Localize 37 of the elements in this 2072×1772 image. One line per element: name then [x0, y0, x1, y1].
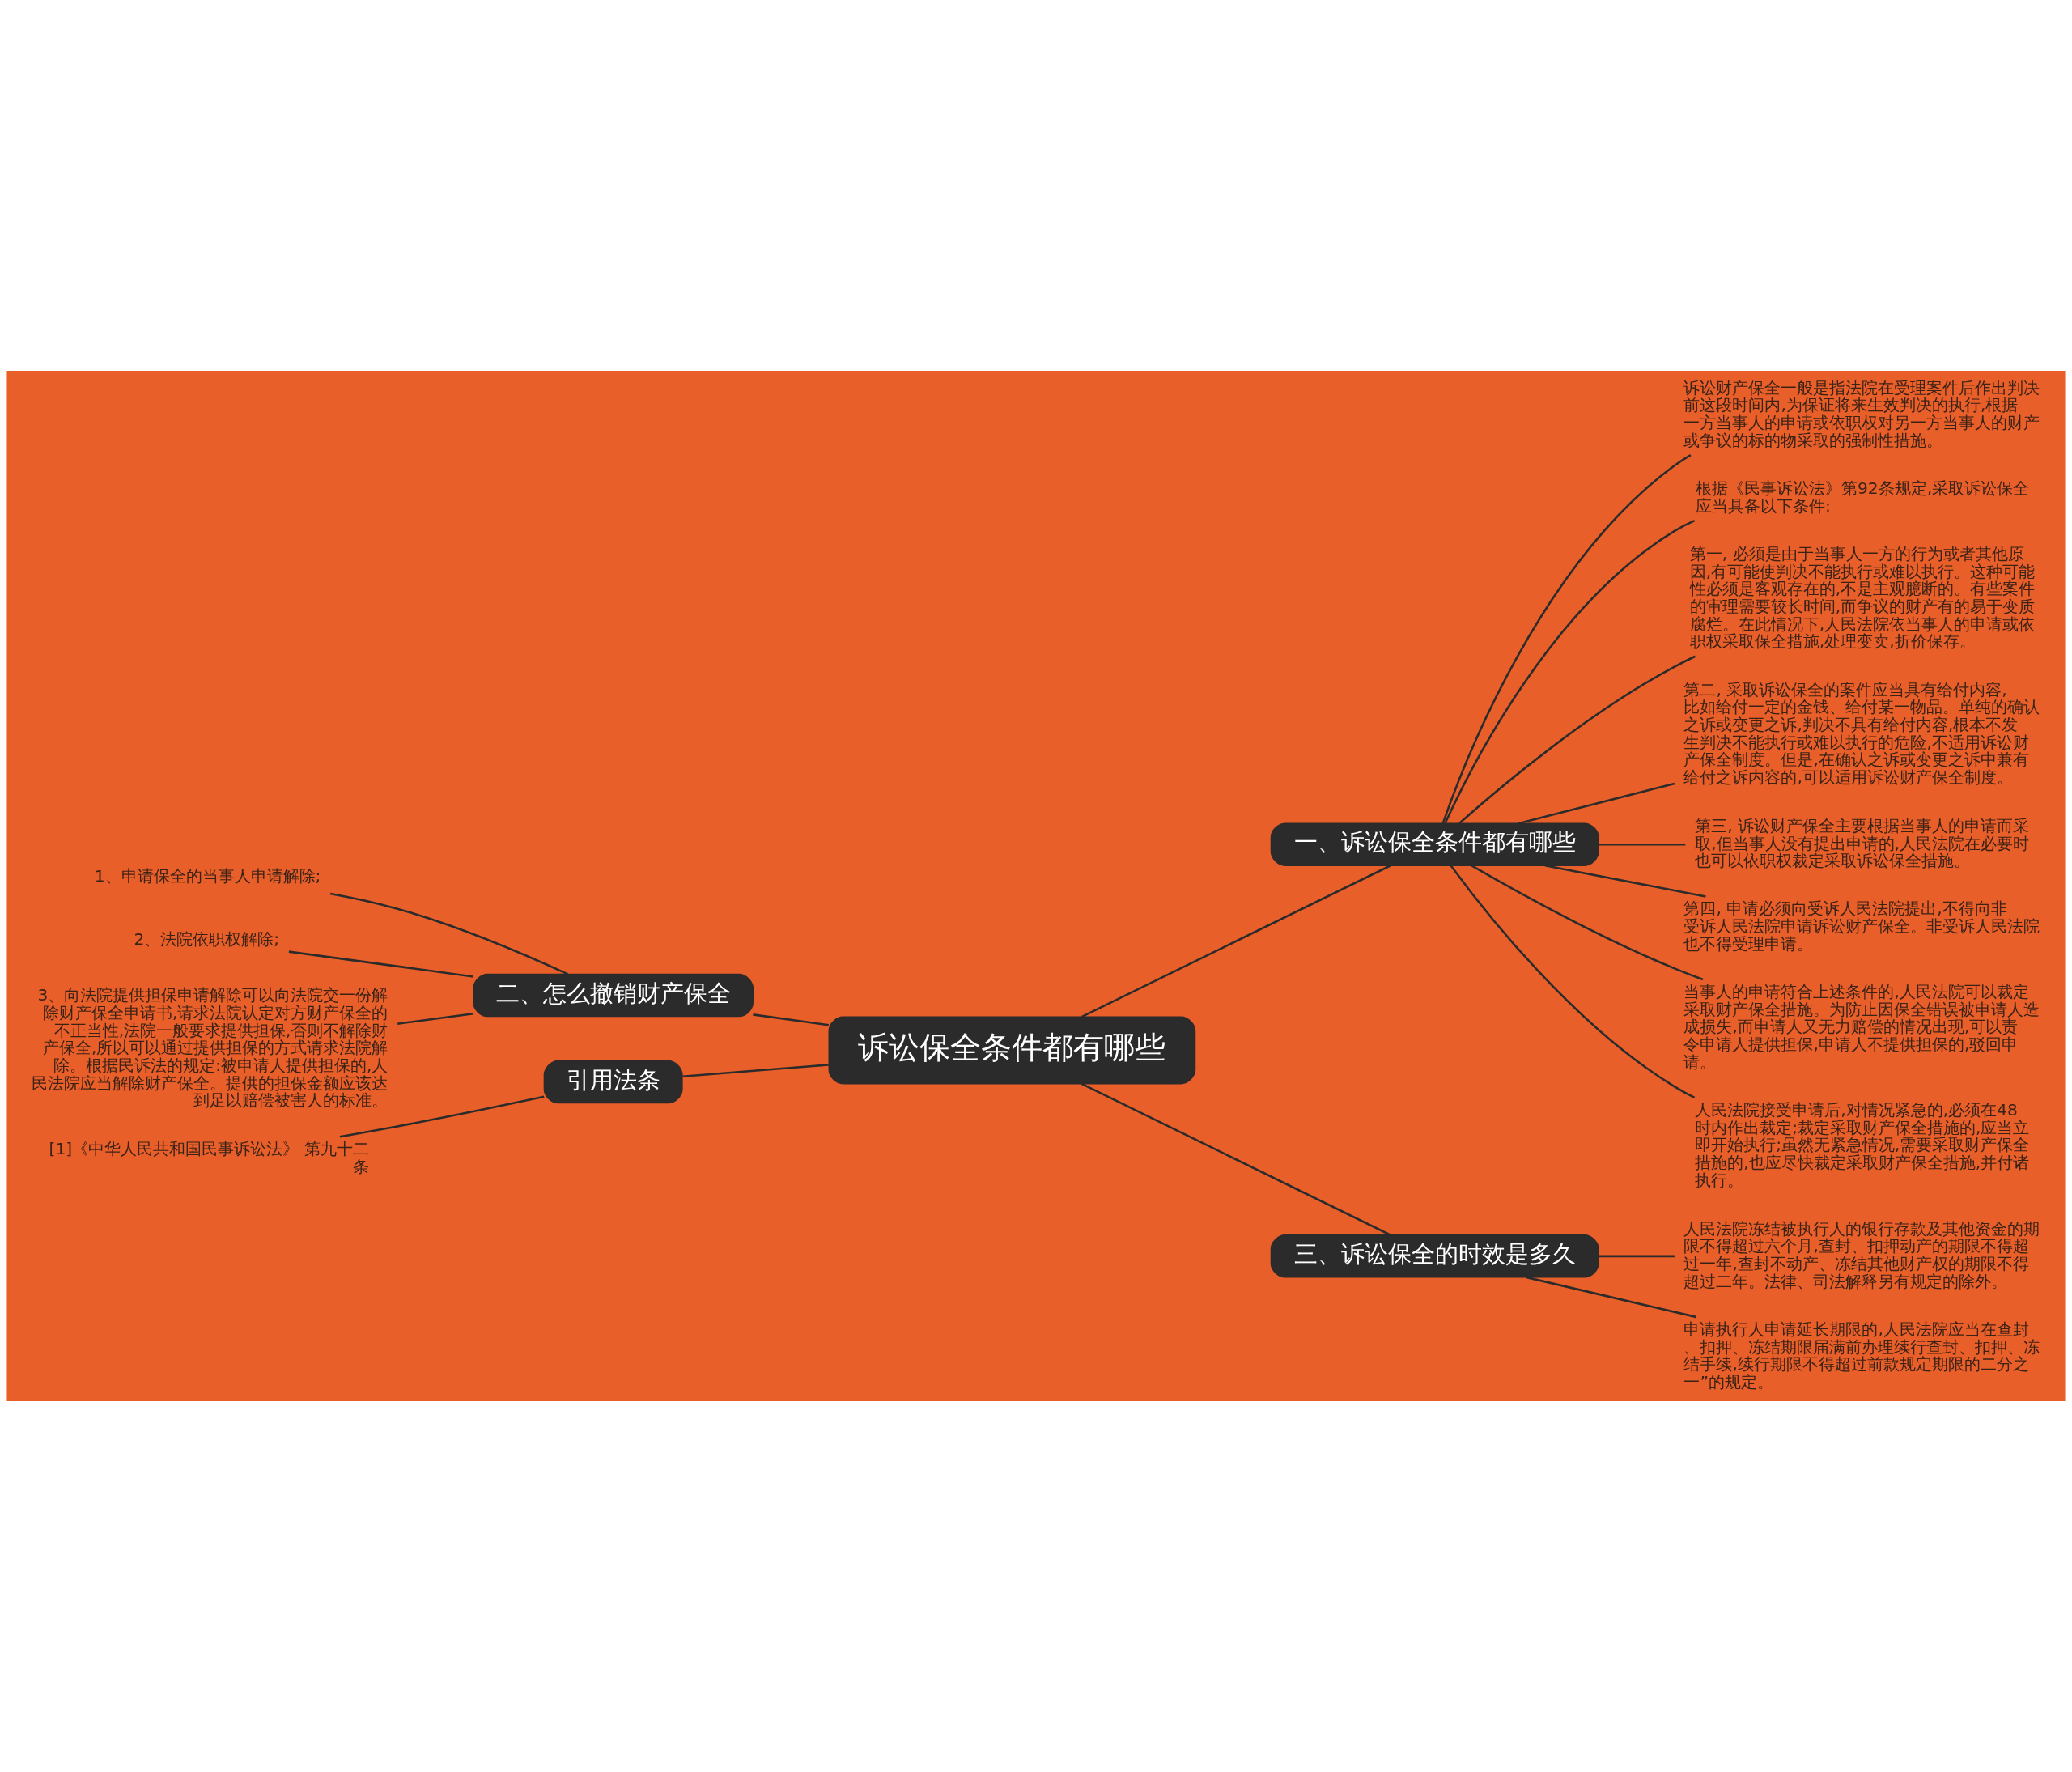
connector: [1458, 655, 1696, 824]
connector: [682, 1064, 829, 1078]
node-box: 三、诉讼保全的时效是多久: [1270, 1234, 1599, 1278]
node-text: 第三, 诉讼财产保全主要根据当事人的申请而采取,但当事人没有提出申请的,人民法院在必要时也可以依职权裁定采取诉讼保全措施。: [1695, 815, 2030, 871]
connector: [1544, 864, 1706, 898]
connector: [1444, 520, 1696, 824]
node-text: 第四, 申请必须向受诉人民法院提出,不得向非受诉人民法院申请诉讼财产保全。非受诉人民法院也不得受理申请。: [1684, 899, 2040, 954]
connector: [288, 950, 473, 978]
node-text: [1]《中华人民共和国民事诉讼法》 第九十二条: [49, 1139, 369, 1177]
connector: [1526, 1276, 1696, 1319]
node-box: 二、怎么撤销财产保全: [473, 973, 754, 1018]
connector: [753, 1013, 830, 1026]
node-text: 3、向法院提供担保申请解除可以向法院交一份解除财产保全申请书,请求法院认定对方财产保全的不正当性,法院一般要求提供担保,否则不解除财产保全,所以可以通过提供担保的方式请求法院解除。根据民诉法的规定:被申请人提供担保的,人民法院应当解除财产保全。提供的担保金额应该达到足以赔偿被害人的标准。: [32, 985, 388, 1111]
connector: [1450, 865, 1696, 1099]
node-text: 人民法院接受申请后,对情况紧急的,必须在48时内作出裁定;裁定采取财产保全措施的,应当立即开始执行;虽然无紧急情况,需要采取财产保全措施的,也应尽快裁定采取财产保全措施,并付诸执行。: [1695, 1100, 2030, 1190]
connector: [1599, 1255, 1675, 1258]
connector: [1471, 865, 1704, 981]
connector: [1081, 865, 1391, 1018]
node-text: 2、法院依职权解除;: [134, 929, 280, 950]
node-box: 引用法条: [543, 1060, 683, 1104]
node-text: 第一, 必须是由于当事人一方的行为或者其他原因,有可能使判决不能执行或难以执行。这种可能性必须是客观存在的,不是主观臆断的。有些案件的审理需要较长时间,而争议的财产有的易于变质腐烂。在此情况下,人民法院依当事人的申请或依职权采取保全措施,处理变卖,折价保存。: [1689, 543, 2036, 652]
node-text: 1、申请保全的当事人申请解除;: [94, 866, 321, 886]
node-text: 诉讼财产保全一般是指法院在受理案件后作出判决前这段时间内,为保证将来生效判决的执行,根据一方当事人的申请或依职权对另一方当事人的财产或争议的标的物采取的强制性措施。: [1684, 377, 2040, 450]
connector: [329, 892, 569, 975]
node-text: 根据《民事诉讼法》第92条规定,采取诉讼保全应当具备以下条件:: [1695, 478, 2030, 516]
node-box: 一、诉讼保全条件都有哪些: [1270, 822, 1599, 866]
node-text: 当事人的申请符合上述条件的,人民法院可以裁定采取财产保全措施。为防止因保全错误被申请人造成损失,而申请人又无力赔偿的情况出现,可以责令申请人提供担保,申请人不提供担保的,驳回申请。: [1684, 982, 2040, 1072]
connector: [339, 1095, 545, 1138]
node-box: 诉讼保全条件都有哪些: [828, 1016, 1196, 1085]
connector: [397, 1013, 474, 1025]
connector: [1599, 843, 1686, 846]
connector: [1518, 782, 1675, 825]
node-text: 人民法院冻结被执行人的银行存款及其他资金的期限不得超过六个月,查封、扣押动产的期限不得超过一年,查封不动产、冻结其他财产权的期限不得超过二年。法律、司法解释另有规定的除外。: [1684, 1218, 2040, 1291]
connector: [1081, 1082, 1391, 1236]
node-text: 第二, 采取诉讼保全的案件应当具有给付内容,比如给付一定的金钱、给付某一物品。单纯的确认之诉或变更之诉,判决不具有给付内容,根本不发生判决不能执行或难以执行的危险,不适用诉讼财产保全制度。但是,在确认之诉或变更之诉中兼有给付之诉内容的,可以适用诉讼财产保全制度。: [1684, 679, 2040, 787]
connector: [1441, 454, 1692, 824]
node-text: 申请执行人申请延长期限的,人民法院应当在查封、扣押、冻结期限届满前办理续行查封、扣押、冻结手续,续行期限不得超过前款规定期限的二分之一”的规定。: [1684, 1319, 2040, 1392]
